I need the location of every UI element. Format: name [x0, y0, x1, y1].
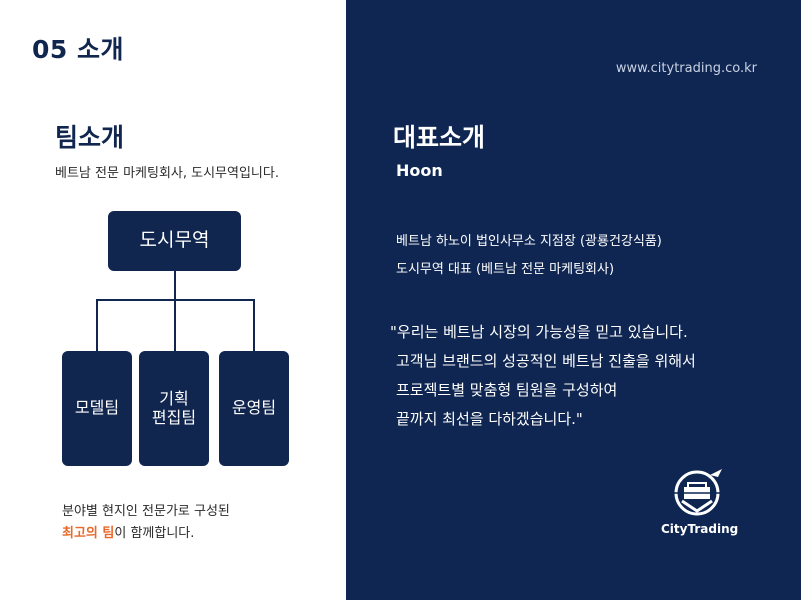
ceo-name: Hoon — [396, 161, 443, 180]
citytrading-logo-icon — [672, 469, 722, 516]
team-description-suffix: 이 함께합니다. — [114, 526, 195, 541]
org-node-label: 편집팀 — [151, 407, 197, 427]
team-description-line: 최고의 팀이 함께합니다. — [62, 523, 230, 545]
team-description-line: 분야별 현지인 전문가로 구성된 — [62, 504, 230, 519]
ceo-panel — [346, 0, 801, 600]
org-connector — [174, 271, 176, 300]
team-description: 분야별 현지인 전문가로 구성된 최고의 팀이 함께합니다. — [62, 501, 230, 545]
org-connector — [253, 299, 255, 351]
org-root-node: 도시무역 — [108, 211, 241, 271]
team-highlight: 최고의 팀 — [62, 526, 115, 541]
team-subtitle: 베트남 전문 마케팅회사, 도시무역입니다. — [55, 166, 279, 181]
quote-line: 끝까지 최선을 다하겠습니다." — [396, 410, 583, 428]
quote-line: 프로젝트별 맞춤형 팀원을 구성하여 — [396, 381, 618, 399]
ceo-info: 베트남 하노이 법인사무소 지점장 (광룡건강식품) 도시무역 대표 (베트남 … — [396, 228, 662, 284]
org-node-planning-team: 기획 편집팀 — [139, 351, 209, 466]
org-root-label: 도시무역 — [139, 229, 210, 252]
org-node-operations-team: 운영팀 — [219, 351, 289, 466]
quote-line: "우리는 베트남 시장의 가능성을 믿고 있습니다. — [390, 323, 688, 341]
ceo-info-line: 베트남 하노이 법인사무소 지점장 (광룡건강식품) — [396, 234, 662, 249]
org-connector — [96, 299, 98, 351]
logo-name: CityTrading — [661, 522, 739, 536]
org-node-label: 기획 — [159, 389, 189, 409]
quote-line: 고객님 브랜드의 성공적인 베트남 진출을 위해서 — [396, 352, 696, 370]
ceo-heading: 대표소개 — [393, 123, 486, 152]
org-connector — [174, 299, 176, 351]
org-node-label: 운영팀 — [231, 398, 277, 418]
org-chart: 도시무역 모델팀 기획 편집팀 운영팀 — [0, 0, 346, 600]
ceo-quote: "우리는 베트남 시장의 가능성을 믿고 있습니다. 고객님 브랜드의 성공적인… — [390, 318, 696, 434]
org-node-label: 모델팀 — [74, 398, 120, 418]
ceo-info-line: 도시무역 대표 (베트남 전문 마케팅회사) — [396, 262, 615, 277]
org-node-model-team: 모델팀 — [62, 351, 132, 466]
section-title: 05 소개 — [32, 35, 124, 64]
team-heading: 팀소개 — [55, 123, 125, 152]
website-url: www.citytrading.co.kr — [615, 61, 757, 76]
